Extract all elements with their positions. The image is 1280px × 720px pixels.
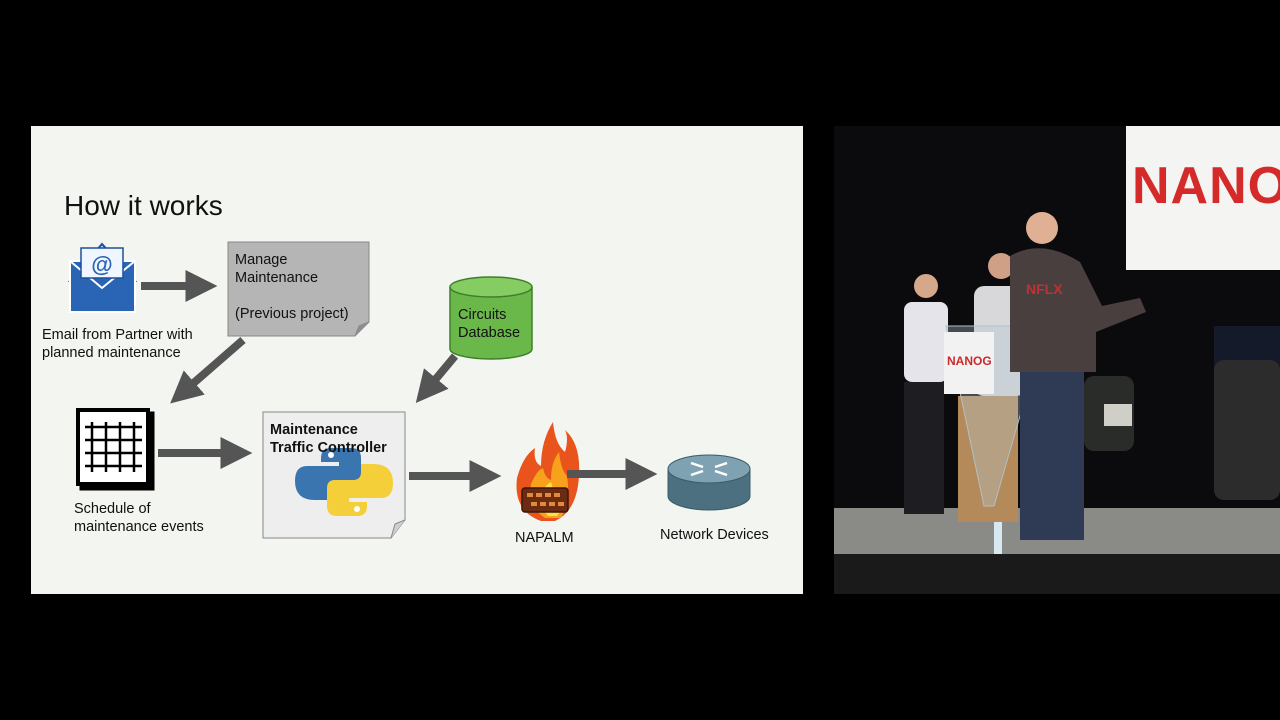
- manage-label-line-3: (Previous project): [235, 306, 349, 322]
- slide-title: How it works: [64, 190, 223, 221]
- speaker-1-head: [914, 274, 938, 298]
- podium-sign-text: NANOG: [947, 354, 992, 368]
- diagram-graphics: @: [67, 241, 751, 539]
- controller-label-line-2: Traffic Controller: [270, 440, 387, 456]
- controller-label-line-1: Maintenance: [270, 422, 358, 438]
- presentation-slide: @: [31, 126, 803, 594]
- circuits-database-label: Circuits Database: [458, 306, 520, 342]
- schedule-label-line-1: Schedule of: [74, 501, 151, 517]
- napalm-label: NAPALM: [515, 530, 574, 546]
- speaker-video-feed: NFLX NANOG NANOG: [834, 126, 1280, 594]
- manage-maintenance-label: Manage Maintenance (Previous project): [235, 251, 349, 323]
- traffic-controller-label: Maintenance Traffic Controller: [270, 421, 387, 457]
- banner-text: NANOG: [1132, 157, 1280, 215]
- podium-sign: NANOG: [944, 332, 994, 394]
- stage-scene: NFLX: [834, 126, 1280, 594]
- nanog-banner: NANOG: [1126, 126, 1280, 270]
- circuits-label-line-1: Circuits: [458, 307, 507, 323]
- email-icon: @: [67, 242, 138, 313]
- napalm-flame-icon: [516, 422, 580, 521]
- manage-label-line-2: Maintenance: [235, 270, 319, 286]
- network-devices-label: Network Devices: [660, 527, 769, 543]
- schedule-label: Schedule of maintenance events: [74, 500, 204, 536]
- email-label-line-2: planned maintenance: [42, 345, 181, 361]
- flow-arrows: [141, 270, 658, 492]
- schedule-label-line-2: maintenance events: [74, 519, 204, 535]
- email-label-line-1: Email from Partner with: [42, 327, 193, 343]
- svg-text:@: @: [91, 252, 112, 277]
- speaker-2-head: [988, 253, 1014, 279]
- calendar-icon: [76, 408, 155, 491]
- circuits-database-icon: [449, 276, 533, 360]
- circuits-label-line-2: Database: [458, 325, 521, 341]
- router-icon: [667, 454, 751, 511]
- speaker-3-head: [1026, 212, 1058, 244]
- python-logo-icon: [295, 448, 393, 516]
- manage-label-line-1: Manage: [235, 252, 288, 268]
- arrow-database-to-controller: [415, 353, 459, 404]
- svg-text:NFLX: NFLX: [1026, 281, 1063, 297]
- email-source-label: Email from Partner with planned maintena…: [42, 326, 193, 362]
- arrow-manage-to-schedule: [170, 336, 246, 404]
